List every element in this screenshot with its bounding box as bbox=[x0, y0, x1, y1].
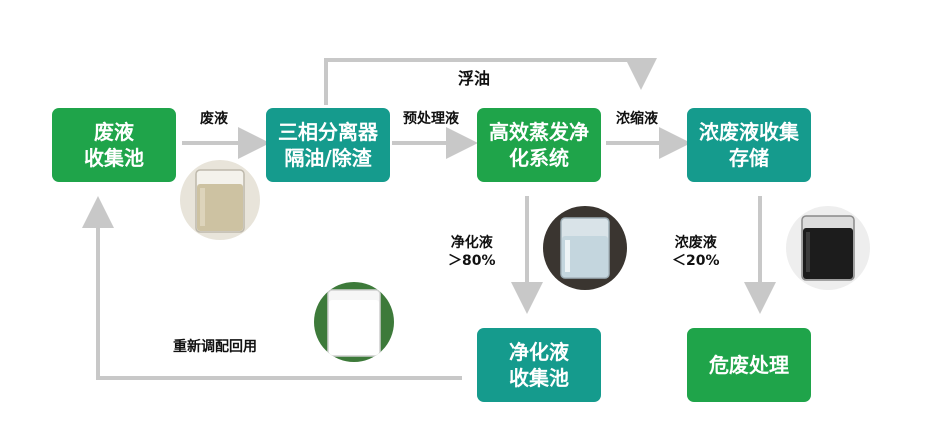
waste-liquid-beaker-photo bbox=[180, 160, 260, 240]
edge-label-concentrate: 浓缩液 bbox=[616, 111, 658, 127]
node-text: 收集池 bbox=[509, 366, 569, 390]
arrow-reuse-loop bbox=[82, 196, 462, 380]
edge-label-concentrate-waste-text: 浓废液 bbox=[674, 235, 717, 251]
edge-label-reuse: 重新调配回用 bbox=[173, 339, 257, 355]
node-evaporation: 高效蒸发净 化系统 bbox=[477, 108, 601, 182]
node-purified-collection: 净化液 收集池 bbox=[477, 328, 601, 402]
node-separator: 三相分离器 隔油/除渣 bbox=[266, 108, 390, 182]
node-text: 危废处理 bbox=[709, 353, 789, 377]
node-text: 高效蒸发净 bbox=[489, 120, 589, 144]
edge-label-pretreated: 预处理液 bbox=[403, 111, 459, 127]
edge-label-purified-ratio: ＞80% bbox=[448, 253, 496, 269]
edge-label-floating-oil: 浮油 bbox=[458, 69, 491, 88]
node-text: 化系统 bbox=[509, 146, 569, 170]
node-text: 净化液 bbox=[509, 340, 569, 364]
node-text: 三相分离器 bbox=[278, 120, 378, 144]
edge-label-purified-text: 净化液 bbox=[450, 235, 493, 251]
node-text: 浓废液收集 bbox=[699, 120, 799, 144]
reuse-liquid-beaker-photo bbox=[314, 282, 394, 362]
node-text: 隔油/除渣 bbox=[284, 146, 372, 170]
arrow-floating-oil bbox=[324, 58, 657, 105]
node-hazardous-disposal: 危废处理 bbox=[687, 328, 811, 402]
edge-label-concentrate-waste: 浓废液 ＜20% bbox=[672, 234, 720, 270]
node-text: 存储 bbox=[729, 146, 769, 170]
edge-label-purified: 净化液 ＞80% bbox=[448, 234, 496, 270]
purified-liquid-beaker-photo bbox=[543, 206, 627, 290]
edge-label-concentrate-ratio: ＜20% bbox=[672, 253, 720, 269]
node-waste-collection: 废液 收集池 bbox=[52, 108, 176, 182]
node-concentrate-storage: 浓废液收集 存储 bbox=[687, 108, 811, 182]
concentrated-waste-beaker-photo bbox=[786, 206, 870, 290]
edge-label-waste: 废液 bbox=[200, 111, 228, 127]
node-text: 收集池 bbox=[84, 146, 144, 170]
node-text: 废液 bbox=[94, 120, 134, 144]
